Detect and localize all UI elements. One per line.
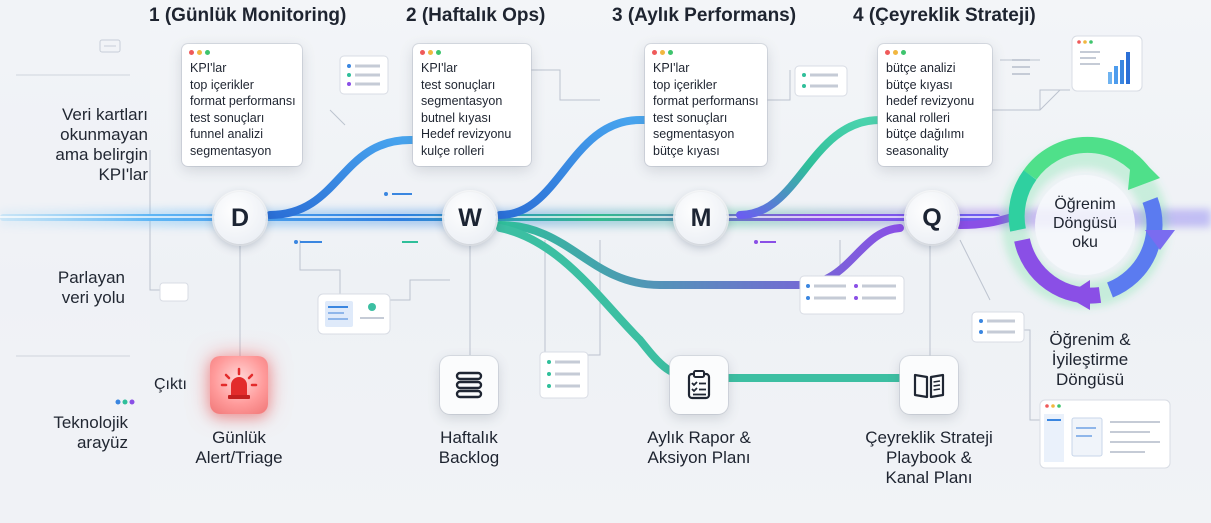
output-label-daily: Günlük Alert/Triage [179, 428, 299, 468]
branch-w-down-purple [496, 221, 904, 289]
card-line: top içerikler [653, 77, 717, 92]
output-label-line: Backlog [438, 448, 500, 467]
side-label-line: veri yolu [61, 288, 125, 307]
clipboard-checklist-icon[interactable] [670, 356, 728, 414]
phase-title-monthly: 3 (Aylık Performans) [612, 5, 797, 26]
phase-title-daily: 1 (Günlük Monitoring) [149, 5, 347, 26]
output-label-line: Aylık Rapor & [647, 428, 751, 447]
mini-list-widget-5 [971, 311, 1025, 343]
card-line: butnel kıyası [421, 110, 492, 125]
alert-siren-icon[interactable] [210, 356, 268, 414]
data-card-daily: KPI'lar top içerikler format performansı… [182, 44, 302, 166]
beam-markers [294, 192, 776, 244]
side-label-line: ama belirgin [55, 145, 148, 164]
output-label-line: Haftalık [440, 428, 498, 447]
loop-label-line: İyileştirme [1051, 350, 1129, 369]
window-dots-icon [420, 50, 441, 55]
side-label-line: KPI'lar [98, 165, 148, 184]
card-line: KPI'lar [190, 61, 227, 75]
output-label: Çıktı [154, 376, 187, 393]
window-dots-icon [885, 50, 906, 55]
data-card-quarterly: bütçe analizi bütçe kıyası hedef revizyo… [878, 44, 992, 166]
side-label-line: arayüz [76, 433, 128, 452]
output-label-line: Playbook & [886, 448, 972, 467]
output-label-line: Alert/Triage [195, 448, 283, 467]
card-line: KPI'lar [421, 61, 458, 75]
dashboard-widget [317, 293, 391, 335]
side-label-line: Parlayan [57, 268, 125, 287]
side-label-data-cards: Veri kartları okunmayan ama belirgin KPI… [0, 105, 148, 185]
card-line: top içerikler [190, 77, 254, 92]
card-line: seasonality [886, 143, 949, 158]
output-label-line: Aksiyon Planı [647, 448, 751, 467]
card-line: kanal rolleri [886, 110, 950, 125]
output-label-line: Kanal Planı [885, 468, 973, 487]
learning-loop-arrows [1002, 136, 1175, 310]
window-dots-icon [189, 50, 210, 55]
card-line: format performansı [190, 94, 296, 108]
branch-m-up [736, 116, 884, 219]
side-label-line: Teknolojik [53, 413, 128, 432]
output-label-line: Çeyreklik Strateji [865, 428, 993, 447]
app-window-widget [1039, 399, 1171, 469]
loop-label-line: Döngüsü [1052, 215, 1118, 232]
data-card-weekly: KPI'lar test sonuçları segmentasyon butn… [413, 44, 531, 166]
card-line: bütçe analizi [886, 61, 956, 75]
stack-icon[interactable] [440, 356, 498, 414]
loop-outer-label: Öğrenim & İyileştirme Döngüsü [1035, 330, 1145, 390]
window-dots-icon [652, 50, 673, 55]
card-line: hedef revizyonu [886, 94, 975, 108]
open-book-icon[interactable] [900, 356, 958, 414]
loop-label-line: Döngüsü [1055, 370, 1125, 389]
output-label-monthly: Aylık Rapor & Aksiyon Planı [634, 428, 764, 468]
phase-title-quarterly: 4 (Çeyreklik Strateji) [853, 5, 1036, 26]
card-line: segmentasyon [421, 94, 503, 108]
loop-label-line: Öğrenim & [1049, 330, 1131, 349]
output-label-quarterly: Çeyreklik Strateji Playbook & Kanal Plan… [849, 428, 1009, 488]
card-line: Hedef revizyonu [421, 127, 512, 141]
branch-d-up [266, 136, 429, 219]
connector-lines [149, 59, 1070, 421]
node-quarterly[interactable]: Q [906, 192, 958, 244]
data-card-monthly: KPI'lar top içerikler format performansı… [645, 44, 767, 166]
side-label-tech-interface: Teknolojik arayüz [0, 413, 128, 453]
node-monthly[interactable]: M [675, 192, 727, 244]
mini-list-widget-1 [339, 55, 389, 95]
card-line: funnel analizi [190, 127, 263, 141]
mini-list-widget-4 [799, 275, 905, 315]
output-label-line: Günlük [212, 428, 266, 447]
placeholder-widget [99, 39, 121, 53]
mini-lines-widget [1012, 59, 1030, 75]
left-panel [0, 0, 150, 523]
loop-inner-label: Öğrenim Döngüsü oku [1040, 195, 1130, 252]
bar-chart-widget [1071, 35, 1143, 92]
card-line: KPI'lar [653, 61, 690, 75]
placeholder-widget [159, 282, 189, 302]
branch-w-up [496, 116, 659, 219]
output-label-weekly: Haftalık Backlog [409, 428, 529, 468]
tech-dots-icon [115, 399, 135, 405]
card-line: segmentasyon [190, 143, 272, 158]
side-label-line: Veri kartları [62, 105, 148, 124]
card-line: bütçe dağılımı [886, 127, 965, 141]
mini-list-widget-2 [794, 65, 848, 97]
card-line: bütçe kıyası [653, 143, 720, 158]
node-weekly[interactable]: W [444, 192, 496, 244]
card-line: test sonuçları [190, 110, 265, 125]
node-daily[interactable]: D [214, 192, 266, 244]
card-line: bütçe kıyası [886, 77, 953, 92]
side-label-glowing-path: Parlayan veri yolu [0, 268, 125, 308]
card-line: test sonuçları [653, 110, 728, 125]
mini-list-widget-3 [539, 351, 589, 399]
phase-title-weekly: 2 (Haftalık Ops) [406, 5, 546, 26]
loop-label-line: Öğrenim [1054, 196, 1116, 213]
card-line: segmentasyon [653, 127, 735, 141]
card-line: kulçe rolleri [421, 143, 485, 158]
card-line: test sonuçları [421, 77, 496, 92]
loop-label-line: oku [1072, 234, 1098, 251]
card-line: format performansı [653, 94, 759, 108]
side-label-line: okunmayan [60, 125, 148, 144]
